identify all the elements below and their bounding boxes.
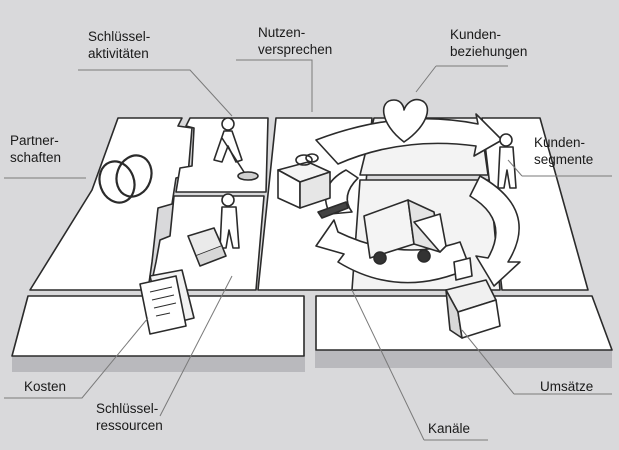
cycle-arrow-right <box>469 175 521 287</box>
worker-with-crate-icon <box>187 193 240 267</box>
gift-box-icon <box>277 153 349 219</box>
label-kanaele: Kanäle <box>428 421 471 436</box>
label-schluesselaktivitaeten: Schlüssel- aktivitäten <box>88 29 151 61</box>
label-kundensegmente: Kunden- segmente <box>534 135 594 167</box>
delivery-truck-icon <box>363 199 447 265</box>
label-partnerschaften: Partner- schaften <box>10 133 62 165</box>
document-sheets-icon <box>139 269 195 335</box>
digging-person-icon <box>213 117 259 181</box>
label-kundenbeziehungen: Kunden- beziehungen <box>450 27 528 59</box>
rings-icon <box>98 154 153 204</box>
board-side-shadow-right <box>315 350 612 368</box>
board-side-shadow <box>12 355 305 372</box>
label-schluesselressourcen: Schlüssel- ressourcen <box>96 401 163 433</box>
heart-icon <box>382 98 429 143</box>
tile-partnerschaften <box>29 117 193 291</box>
cash-register-icon <box>445 257 501 339</box>
label-nutzenversprechen: Nutzen- versprechen <box>258 25 333 57</box>
label-umsaetze: Umsätze <box>540 379 594 394</box>
customer-person-icon <box>497 133 517 189</box>
label-kosten: Kosten <box>24 379 67 394</box>
leader-lines <box>4 59 612 441</box>
